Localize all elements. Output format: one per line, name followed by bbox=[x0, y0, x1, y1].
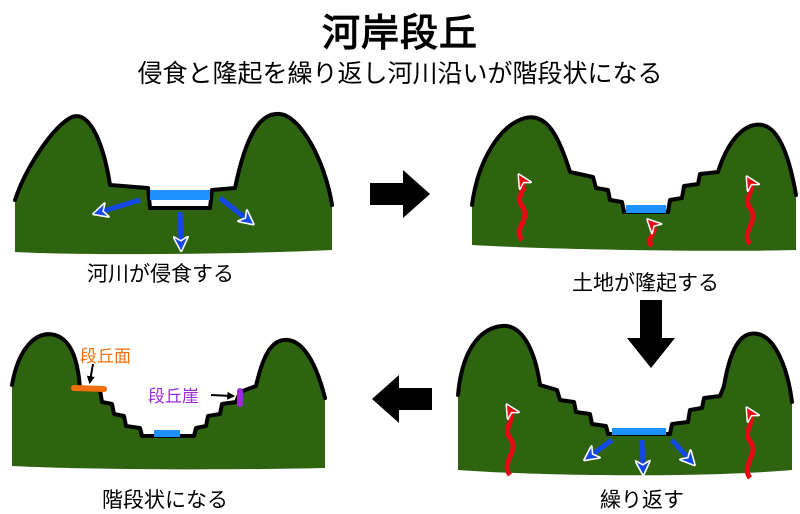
river-water bbox=[154, 430, 180, 437]
erosion-arrow-icon bbox=[670, 438, 690, 460]
river-water bbox=[150, 190, 210, 200]
panel-erosion bbox=[13, 111, 334, 255]
caption-uplift: 土地が隆起する bbox=[572, 271, 719, 295]
diagram-title: 河岸段丘 bbox=[321, 11, 478, 55]
block-arrow-icon bbox=[372, 375, 432, 423]
wavy-up-arrow-icon bbox=[650, 224, 655, 248]
wavy-up-arrow-icon bbox=[744, 413, 753, 480]
terrain-terraces bbox=[12, 334, 325, 470]
erosion-arrow-icon bbox=[180, 211, 181, 244]
river-water bbox=[626, 205, 666, 213]
terrain-uplift bbox=[472, 117, 796, 251]
erosion-arrow-icon bbox=[642, 439, 643, 468]
caption-repeat: 繰り返す bbox=[600, 488, 684, 512]
wavy-up-arrow-icon bbox=[744, 182, 753, 246]
label-terrace-cliff: 段丘崖 bbox=[148, 387, 199, 407]
erosion-arrow-icon bbox=[218, 196, 248, 220]
block-arrow-icon bbox=[627, 300, 675, 368]
pointer-arrow-icon bbox=[86, 363, 95, 385]
terrace-surface-highlight bbox=[71, 385, 107, 392]
panel-uplift bbox=[470, 115, 798, 251]
wavy-up-arrow-icon bbox=[504, 410, 513, 477]
terrain-erosion bbox=[15, 113, 332, 255]
terrain-terraces-outline bbox=[10, 332, 327, 438]
block-arrow-icon bbox=[370, 170, 430, 218]
wavy-up-arrow-icon bbox=[516, 180, 525, 242]
label-terrace-surface: 段丘面 bbox=[80, 347, 131, 367]
erosion-arrow-icon bbox=[590, 437, 614, 456]
erosion-arrow-icon bbox=[100, 197, 141, 212]
diagram-subtitle: 侵食と隆起を繰り返し河川沿いが階段状になる bbox=[137, 59, 663, 88]
terrain-repeat-outline bbox=[456, 323, 794, 436]
pointer-arrow-icon bbox=[210, 391, 236, 400]
terrain-repeat bbox=[458, 325, 792, 476]
caption-terraces: 階段状になる bbox=[102, 488, 228, 512]
terrain-uplift-outline bbox=[470, 115, 798, 214]
panel-repeat bbox=[456, 323, 794, 480]
river-water bbox=[612, 428, 666, 435]
panel-terraces bbox=[10, 332, 327, 470]
terrain-erosion-outline bbox=[13, 111, 334, 210]
caption-erosion: 河川が侵食する bbox=[87, 262, 234, 286]
